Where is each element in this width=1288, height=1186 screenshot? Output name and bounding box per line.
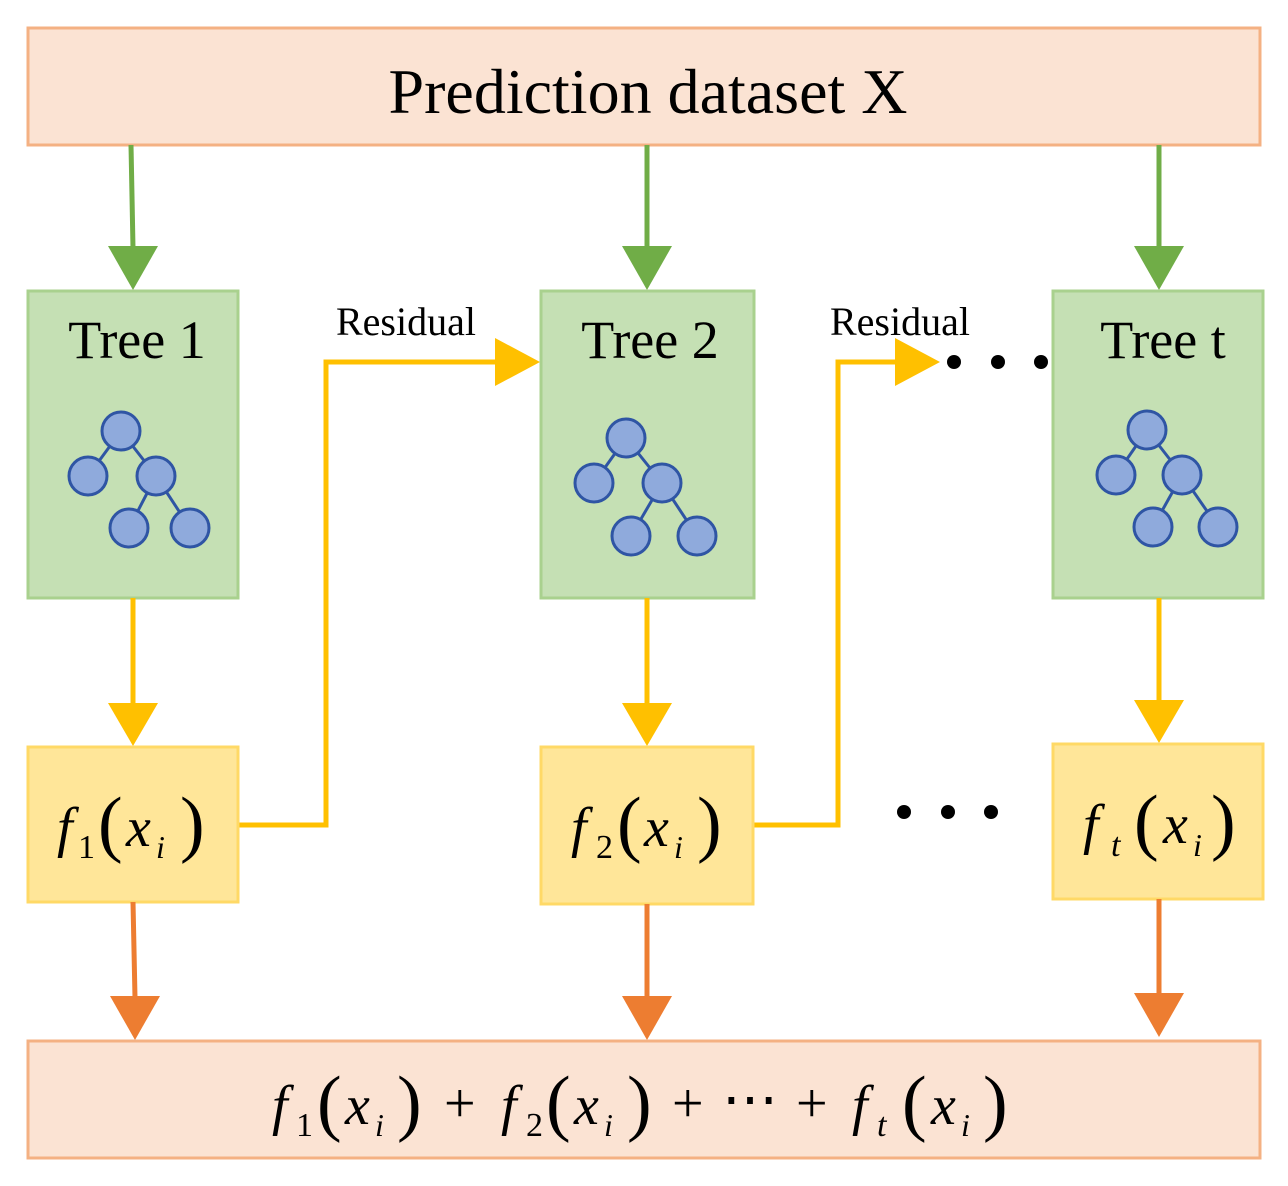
fn-t-paren-open: ( <box>1134 781 1159 863</box>
fn-1-var-sub: i <box>156 829 165 865</box>
sum-term2-paren-open: ( <box>546 1062 571 1144</box>
fn-t-var: x <box>1162 794 1188 856</box>
tree-2-label: Tree 2 <box>581 310 719 370</box>
fn-2-index: 2 <box>596 829 613 866</box>
tree-1-icon <box>67 410 211 549</box>
fn-1-paren-close: ) <box>180 783 205 865</box>
sum-term3-var: x <box>930 1075 956 1137</box>
sum-term2-var: x <box>573 1075 599 1137</box>
sum-term1-var-sub: i <box>375 1107 384 1143</box>
sum-term3-var-sub: i <box>961 1107 970 1143</box>
sum-term1-paren-close: ) <box>397 1062 422 1144</box>
tree-t-icon <box>1095 409 1239 548</box>
prediction-dataset-box <box>26 26 1262 147</box>
residual-connectors <box>237 338 940 828</box>
fn-t-var-sub: i <box>1193 827 1202 863</box>
sum-ellipsis: ⋯ <box>722 1069 778 1131</box>
fn-1-paren-open: ( <box>98 783 123 865</box>
sum-term2-index: 2 <box>526 1107 543 1144</box>
fn-t-box <box>1051 742 1265 901</box>
fn-2-formula: f 2 ( x i ) <box>571 783 722 866</box>
residual-label-2: Residual <box>830 299 970 344</box>
residual-label-1: Residual <box>336 299 476 344</box>
sum-term1-paren-open: ( <box>317 1062 342 1144</box>
sum-term1-index: 1 <box>296 1107 313 1144</box>
fn-t-paren-close: ) <box>1211 781 1236 863</box>
sum-term3-paren-open: ( <box>902 1062 927 1144</box>
fn-2-var: x <box>643 797 669 859</box>
yellow-down-arrows <box>108 598 1184 746</box>
prediction-dataset-label: Prediction dataset X <box>389 56 908 127</box>
sum-box <box>26 1039 1262 1160</box>
ellipsis-dots-middle <box>897 805 998 819</box>
orange-arrows <box>110 899 1184 1040</box>
sum-plus-1: + <box>444 1073 476 1135</box>
fn-2-paren-open: ( <box>617 783 642 865</box>
sum-plus-2: + <box>672 1073 704 1135</box>
sum-term2-paren-close: ) <box>627 1062 652 1144</box>
fn-1-index: 1 <box>78 829 95 866</box>
sum-term3-index: t <box>877 1107 888 1144</box>
ellipsis-dots-top <box>947 355 1048 369</box>
tree-1-label: Tree 1 <box>68 310 206 370</box>
tree-t-label: Tree t <box>1100 310 1226 370</box>
fn-2-paren-close: ) <box>697 783 722 865</box>
green-arrows <box>108 144 1184 290</box>
fn-t-index: t <box>1111 827 1122 864</box>
fn-2-var-sub: i <box>674 829 683 865</box>
fn-1-var: x <box>125 797 151 859</box>
tree-2-icon <box>573 417 718 557</box>
sum-term3-paren-close: ) <box>983 1062 1008 1144</box>
sum-plus-3: + <box>796 1073 828 1135</box>
sum-term2-var-sub: i <box>604 1107 613 1143</box>
sum-term1-var: x <box>344 1075 370 1137</box>
